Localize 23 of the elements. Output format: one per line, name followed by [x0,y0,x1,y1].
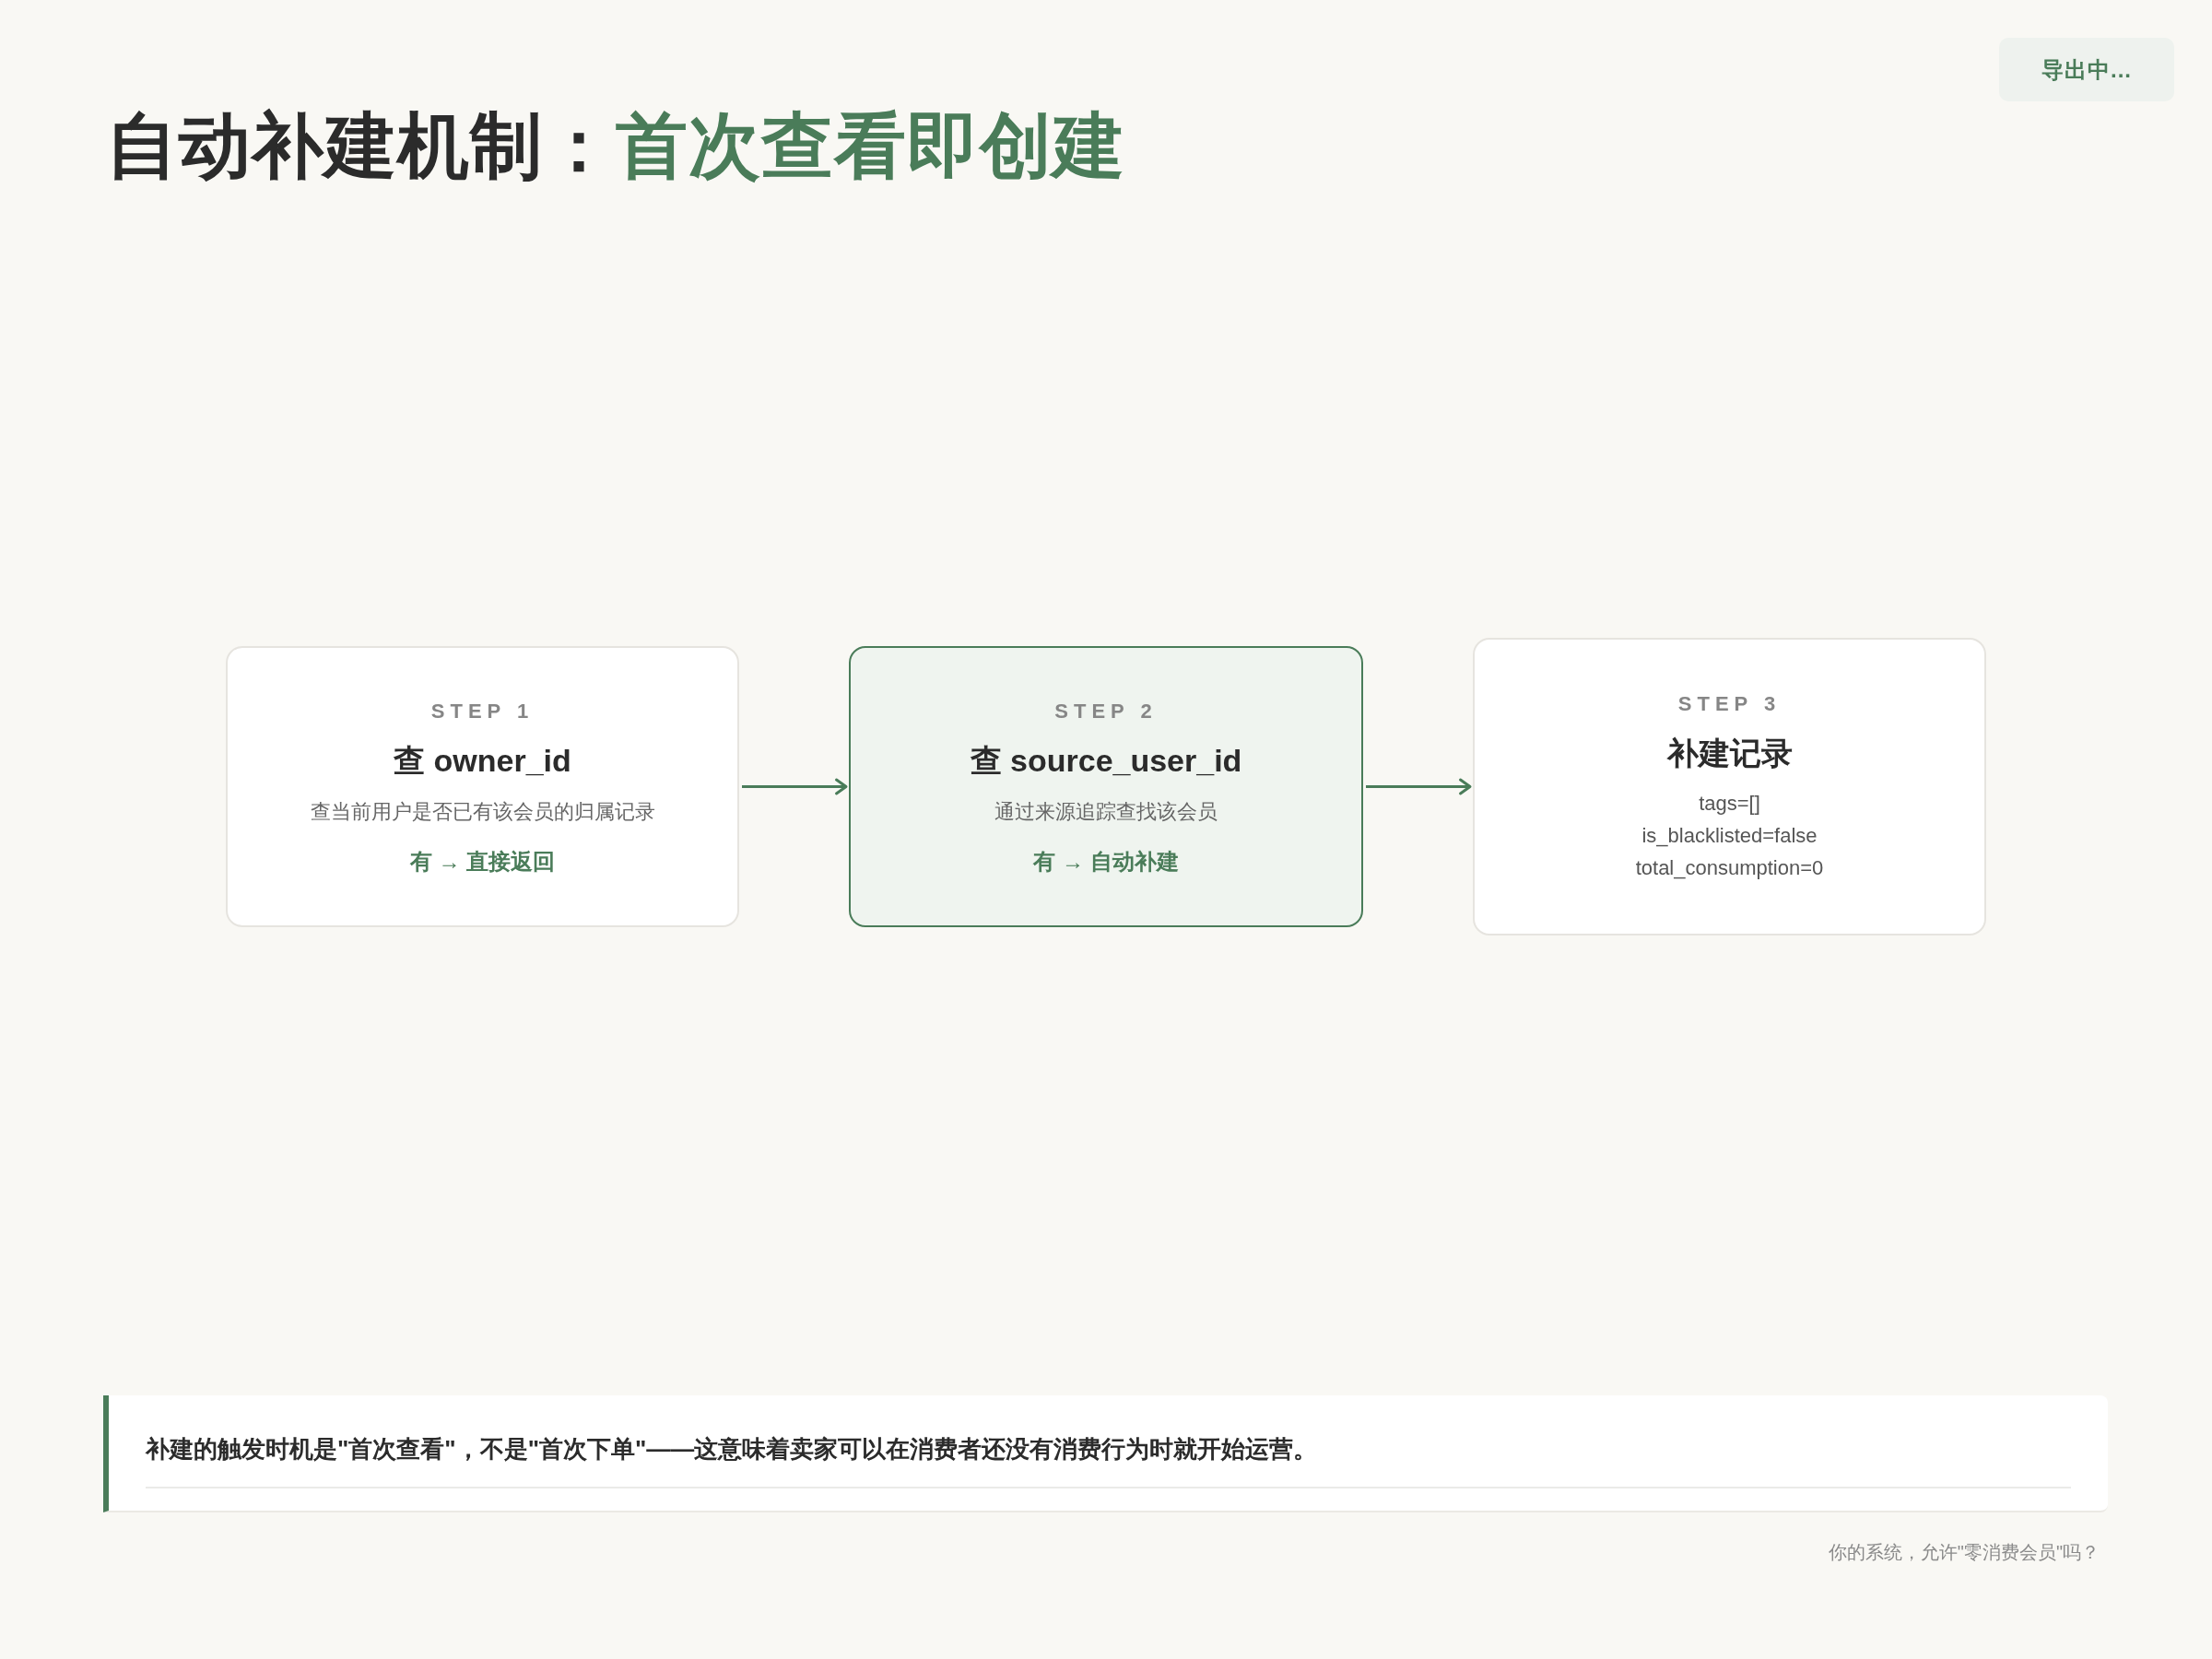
step-card [226,646,739,927]
step-label: STEP 2 [1054,698,1158,724]
step-label: STEP 3 [1677,690,1782,717]
status-button: 导出中... [1999,38,2174,101]
step-title: 查 source_user_id [970,741,1242,780]
step-card [1473,638,1986,935]
arrow [742,778,848,795]
step-card [849,646,1363,927]
step-result: 有 → 自动补建 [1033,847,1179,876]
step-title: 补建记录 [1666,734,1793,772]
step-title: 查 owner_id [394,741,571,780]
code-line: is_blacklisted=false [1641,822,1818,849]
arrow [1366,778,1472,795]
step-label: STEP 1 [430,698,535,724]
code-line: tags=[] [1699,790,1760,817]
step-description: 通过来源追踪查找该会员 [994,798,1218,825]
code-line: total_consumption=0 [1635,854,1824,881]
step-result: 有 → 直接返回 [409,847,556,876]
callout-text: 补建的触发时机是"首次查看"，不是"首次下单"——这意味着卖家可以在消费者还没有消费行为时就开始运营。 [146,1434,1318,1465]
slide-title: 自动补建机制：首次查看即创建 [106,104,1125,188]
footnote-text: 你的系统，允许"零消费会员"吗？ [1828,1541,2100,1564]
callout-box [103,1395,2108,1512]
step-description: 查当前用户是否已有该会员的归属记录 [310,798,655,825]
